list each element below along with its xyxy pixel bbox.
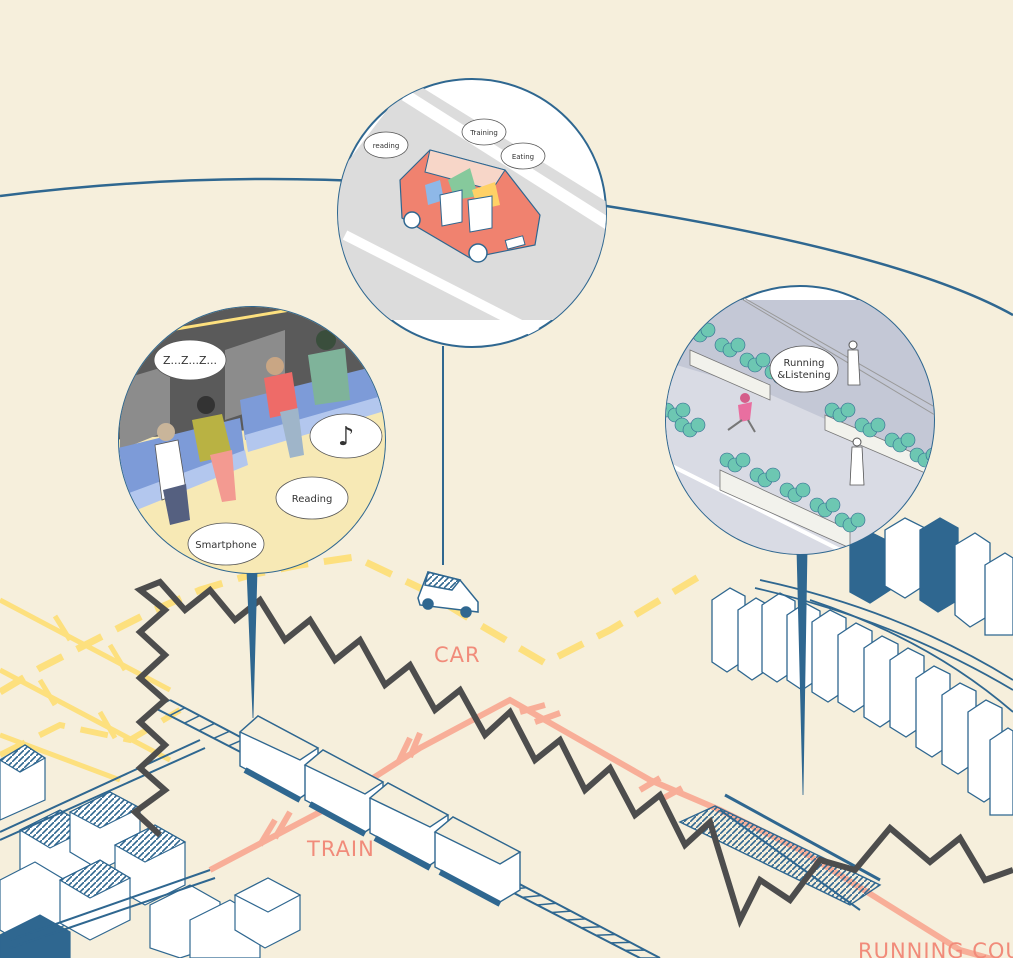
running-vignette: Running &Listening bbox=[665, 285, 935, 555]
train-vignette: Z...Z...Z... ♪ Reading Smartphone bbox=[118, 306, 386, 574]
city-roads bbox=[754, 579, 1013, 713]
car-route bbox=[0, 553, 702, 696]
running-bubble-line1: Running bbox=[784, 358, 825, 369]
train-route-label: TRAIN bbox=[306, 837, 375, 861]
running-bubble-line2: &Listening bbox=[777, 370, 830, 381]
car-bubble-reading: reading bbox=[373, 142, 400, 150]
car-route-2 bbox=[0, 707, 182, 758]
train bbox=[238, 715, 522, 907]
left-rail bbox=[0, 739, 216, 949]
right-station bbox=[678, 793, 882, 911]
zigzag-road bbox=[130, 578, 1013, 929]
car-vignette: reading Training Eating bbox=[337, 78, 607, 348]
running-route-label: RUNNING COURSE bbox=[858, 939, 1013, 958]
music-note-icon: ♪ bbox=[338, 422, 355, 452]
car-route-label: CAR bbox=[434, 643, 481, 667]
small-car-icon bbox=[417, 571, 479, 618]
train-bubble-zzz: Z...Z...Z... bbox=[163, 354, 217, 367]
city-buildings bbox=[711, 517, 1013, 816]
train-bubble-smartphone: Smartphone bbox=[195, 540, 257, 551]
car-bubble-eating: Eating bbox=[512, 153, 534, 161]
car-bubble-training: Training bbox=[469, 129, 498, 137]
train-bubble-reading: Reading bbox=[292, 494, 333, 505]
left-houses bbox=[0, 744, 302, 958]
